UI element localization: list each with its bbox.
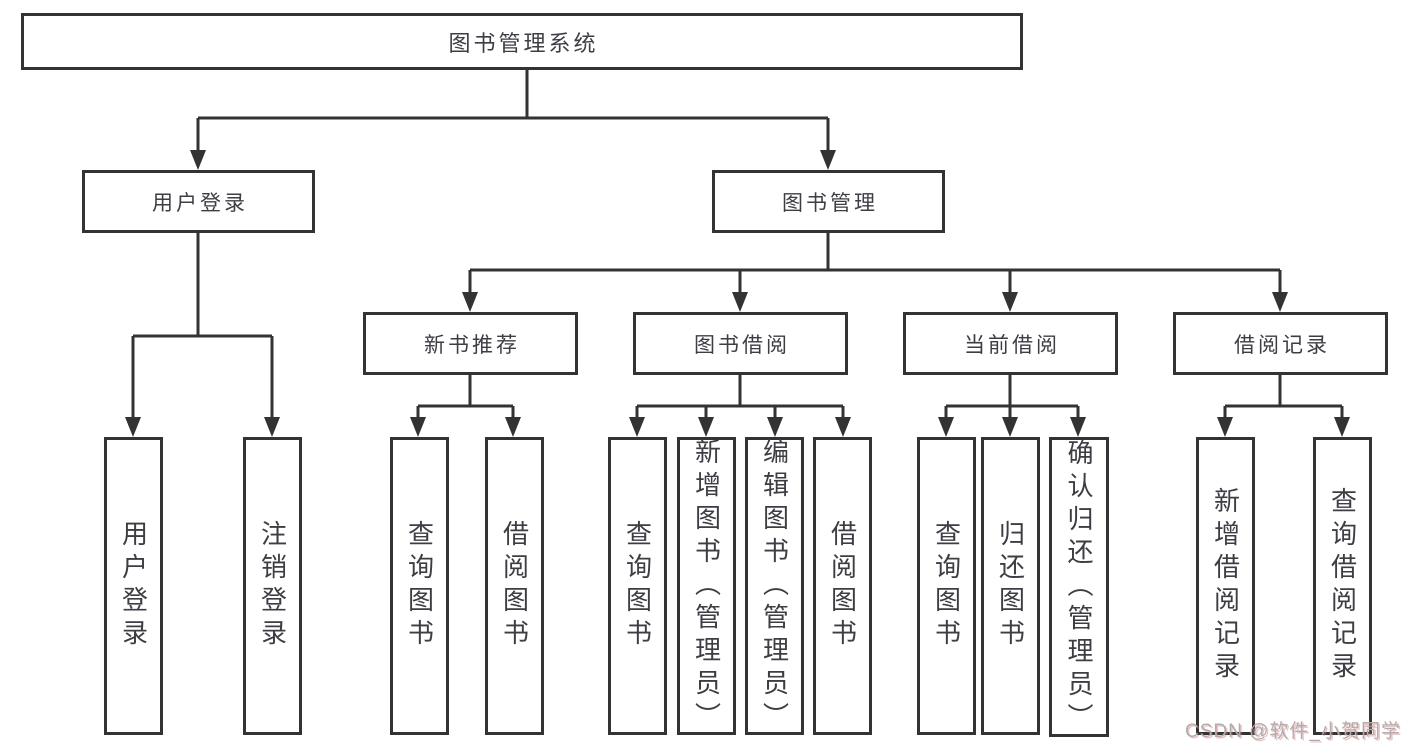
- node-label: 编辑图书（管理员）: [759, 437, 790, 735]
- leaf-recommend-query-book: 查询图书: [390, 437, 449, 735]
- leaf-logout: 注销登录: [243, 437, 302, 735]
- node-label: 注销登录: [257, 520, 288, 652]
- node-label: 图书借阅: [694, 333, 790, 357]
- node-label: 借阅记录: [1234, 333, 1330, 357]
- node-label: 归还图书: [995, 520, 1026, 652]
- leaf-current-query-book: 查询图书: [917, 437, 976, 735]
- node-new-book-recommend: 新书推荐: [363, 312, 578, 375]
- leaf-current-confirm-return-admin: 确认归还（管理员）: [1049, 437, 1109, 737]
- node-label: 确认归还（管理员）: [1064, 438, 1094, 736]
- node-borrow-record: 借阅记录: [1173, 312, 1388, 375]
- node-label: 查询图书: [931, 520, 962, 652]
- leaf-recommend-borrow-book: 借阅图书: [485, 437, 544, 735]
- leaf-borrow-edit-book-admin: 编辑图书（管理员）: [745, 437, 804, 735]
- csdn-watermark: CSDN @软件_小贺同学: [1185, 721, 1401, 742]
- leaf-borrow-query-book: 查询图书: [608, 437, 667, 735]
- node-label: 借阅图书: [499, 520, 530, 652]
- node-label: 新增借阅记录: [1210, 487, 1241, 685]
- node-label: 新增图书（管理员）: [691, 437, 722, 735]
- leaf-borrow-borrow-book: 借阅图书: [813, 437, 872, 735]
- leaf-record-query-borrow-record: 查询借阅记录: [1313, 437, 1372, 735]
- node-label: 用户登录: [152, 191, 248, 215]
- node-label: 查询图书: [622, 520, 653, 652]
- node-label: 图书管理: [782, 191, 878, 215]
- node-label: 当前借阅: [964, 333, 1060, 357]
- node-book-borrow: 图书借阅: [633, 312, 848, 375]
- leaf-record-add-borrow-record: 新增借阅记录: [1196, 437, 1255, 735]
- leaf-current-return-book: 归还图书: [981, 437, 1040, 735]
- node-label: 查询借阅记录: [1327, 487, 1358, 685]
- node-root-system: 图书管理系统: [21, 13, 1023, 70]
- node-label: 借阅图书: [827, 520, 858, 652]
- leaf-user-login: 用户登录: [104, 437, 163, 735]
- node-label: 用户登录: [118, 520, 149, 652]
- leaf-borrow-add-book-admin: 新增图书（管理员）: [677, 437, 736, 735]
- node-user-login: 用户登录: [82, 170, 315, 233]
- node-label: 图书管理系统: [448, 30, 599, 56]
- node-book-management: 图书管理: [712, 170, 945, 233]
- node-label: 查询图书: [404, 520, 435, 652]
- node-current-borrow: 当前借阅: [903, 312, 1118, 375]
- node-label: 新书推荐: [424, 333, 520, 357]
